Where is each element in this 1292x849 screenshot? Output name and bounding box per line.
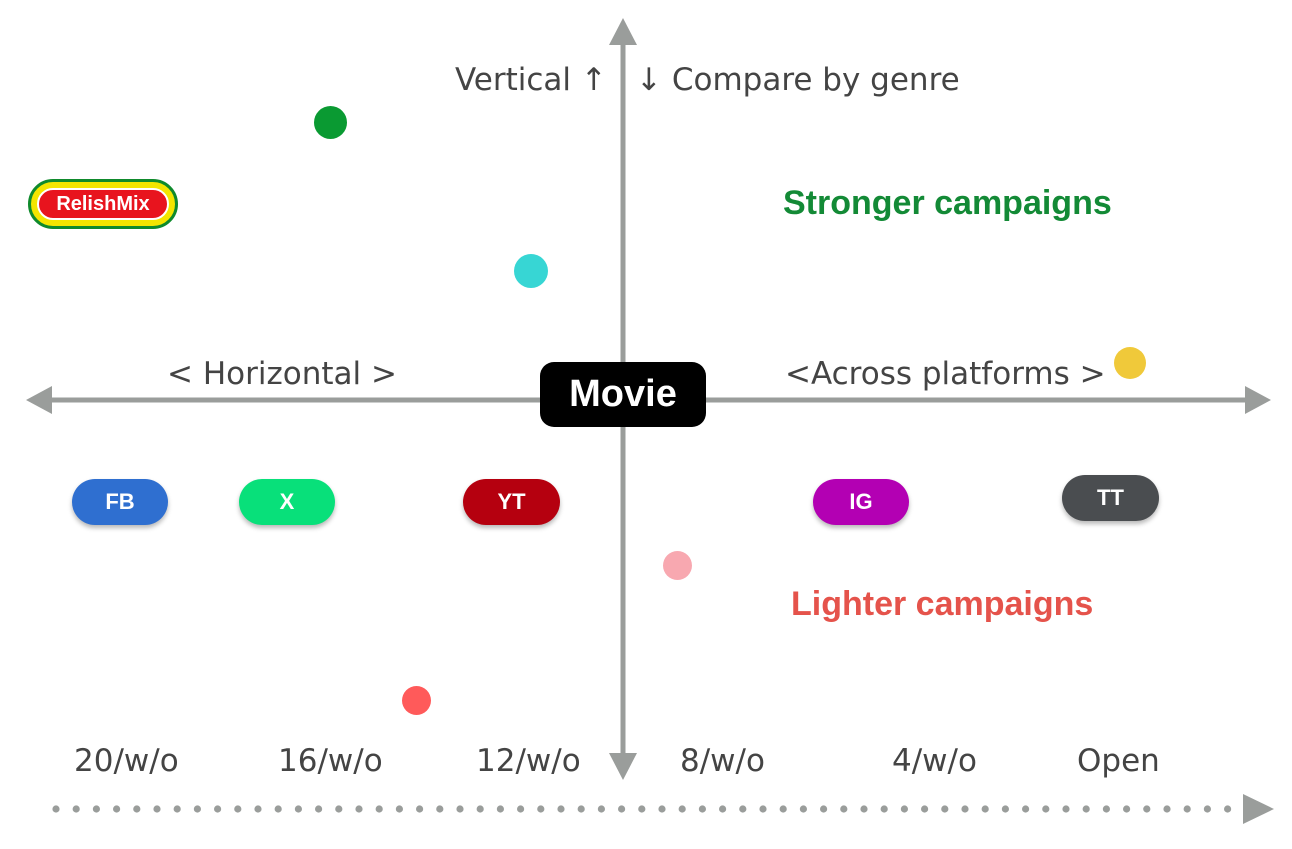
timeline-dot (517, 805, 525, 813)
platform-yt: YT (463, 479, 560, 525)
timeline-dot (779, 805, 787, 813)
timeline-dot (335, 805, 343, 813)
timeline-dot (799, 805, 808, 813)
timeline-dot (375, 805, 383, 813)
timeline-dot (496, 805, 504, 813)
timeline-dot (719, 805, 727, 813)
timeline-dot (759, 805, 767, 813)
timeline-dot (456, 805, 464, 813)
across-platforms-label: <Across platforms > (785, 356, 1106, 392)
axis-arrow-right (1245, 386, 1271, 414)
window-label: 16/w/o (278, 743, 383, 779)
timeline-dot (395, 805, 403, 813)
window-label: 4/w/o (892, 743, 977, 779)
timeline-dot (1082, 805, 1090, 813)
timeline-dot (153, 805, 161, 813)
timeline-dot (900, 805, 909, 813)
timeline-dot (274, 805, 282, 813)
platform-x: X (239, 479, 335, 525)
timeline-dot (476, 805, 484, 813)
timeline-dot (416, 805, 424, 813)
timeline-dot (880, 805, 888, 813)
window-label: 12/w/o (476, 743, 581, 779)
timeline-dot (698, 805, 707, 813)
timeline-dot (254, 805, 262, 813)
timeline-dot (436, 805, 444, 813)
timeline-dot (1042, 805, 1050, 813)
vertical-label: Vertical ↑ (455, 62, 607, 98)
dot-yellow (1114, 347, 1146, 379)
window-label: Open (1077, 743, 1160, 779)
timeline-dot (315, 805, 323, 813)
dot-pink (663, 551, 692, 580)
timeline-dot (1203, 805, 1211, 813)
window-label: 8/w/o (680, 743, 765, 779)
axis-arrow-down (609, 753, 637, 780)
timeline-dot (1062, 805, 1070, 813)
timeline-dot (658, 805, 666, 813)
timeline-dot (113, 805, 121, 813)
timeline-dot (638, 805, 646, 813)
timeline-dot (234, 805, 242, 813)
timeline-dot (840, 805, 848, 813)
timeline-dot (1102, 805, 1110, 813)
timeline-dot (557, 805, 565, 813)
movie-center-label: Movie (540, 362, 706, 427)
timeline-dot (355, 805, 363, 813)
platform-tt: TT (1062, 475, 1159, 521)
platform-fb: FB (72, 479, 168, 525)
timeline-dot (820, 805, 828, 813)
timeline-dot (941, 805, 949, 813)
platform-ig: IG (813, 479, 909, 525)
timeline-dot (921, 805, 929, 813)
timeline-dot (1123, 805, 1131, 813)
timeline-dot (92, 805, 100, 813)
relishmix-logo: RelishMix (28, 179, 178, 229)
timeline-dot (537, 805, 545, 813)
timeline-dot (1143, 805, 1151, 813)
axis-arrow-left (26, 386, 52, 414)
timeline-dot (214, 805, 222, 813)
timeline-dot (1001, 805, 1010, 813)
timeline-dot (173, 805, 181, 813)
horizontal-label: < Horizontal > (167, 356, 397, 392)
timeline-dot (1183, 805, 1191, 813)
dot-teal (514, 254, 548, 288)
timeline-dot (577, 805, 585, 813)
axis-arrow-up (609, 18, 637, 45)
timeline-dot (961, 805, 969, 813)
compare-by-genre-label: ↓ Compare by genre (636, 62, 960, 98)
timeline-dot (678, 805, 686, 813)
timeline-dot (739, 805, 747, 813)
timeline-dot (294, 805, 302, 813)
timeline-dot (52, 805, 60, 813)
timeline-dot (1163, 805, 1171, 813)
timeline-dot (133, 805, 141, 813)
timeline-dot (1022, 805, 1030, 813)
lighter-campaigns-label: Lighter campaigns (791, 585, 1094, 623)
timeline-dot (860, 805, 868, 813)
stronger-campaigns-label: Stronger campaigns (783, 184, 1112, 222)
timeline-dot (618, 805, 626, 813)
timeline-arrow (1243, 794, 1274, 824)
window-label: 20/w/o (74, 743, 179, 779)
relishmix-logo-text: RelishMix (37, 188, 169, 220)
timeline-dot (981, 805, 989, 813)
timeline-dot (597, 805, 606, 813)
timeline-dot (1224, 805, 1232, 813)
timeline-dot (72, 805, 80, 813)
dot-red (402, 686, 431, 715)
window-timeline (52, 805, 1232, 813)
dot-green (314, 106, 347, 139)
timeline-dot (193, 805, 201, 813)
